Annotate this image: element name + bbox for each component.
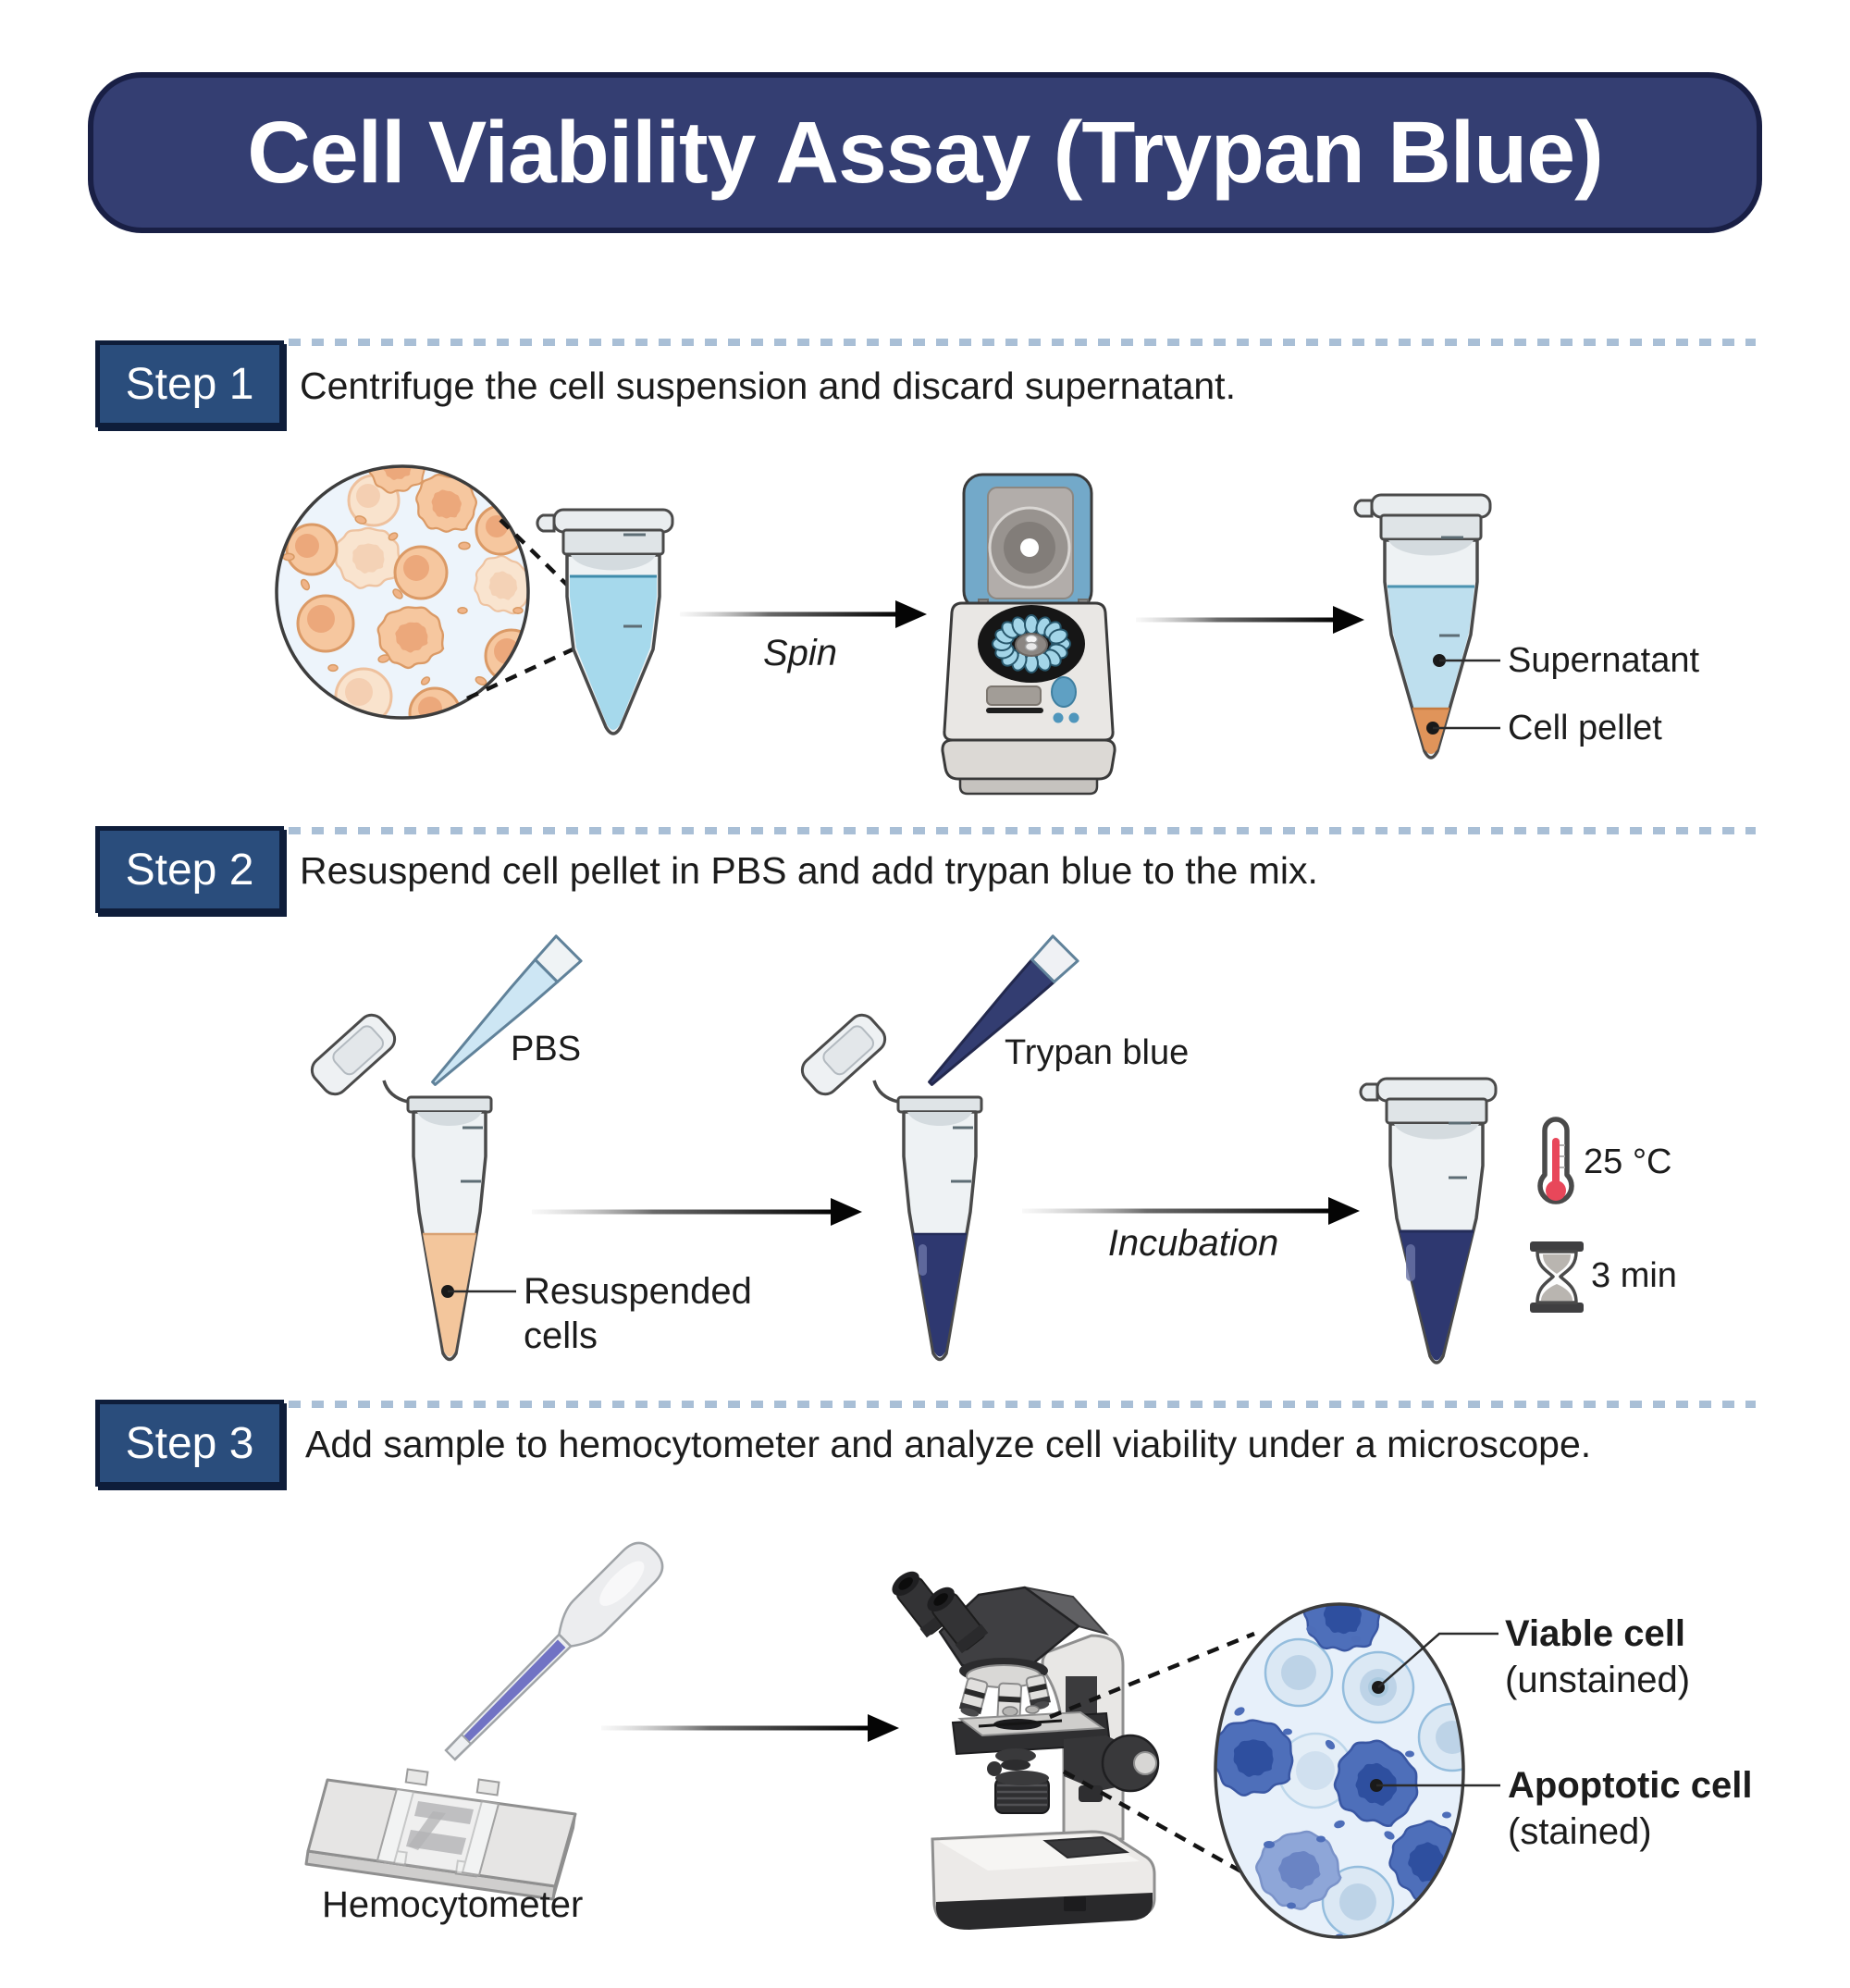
leader-lines-step3	[1370, 1632, 1500, 1792]
step1-separator	[289, 339, 1756, 346]
resuspension-tube	[310, 1013, 493, 1362]
viable-cell-label: Viable cell	[1505, 1613, 1685, 1654]
step1-badge-label: Step 1	[125, 359, 254, 409]
step2-description: Resuspend cell pellet in PBS and add try…	[300, 849, 1318, 892]
resuspended-cells-label: Resuspended cells	[524, 1271, 752, 1356]
step3-description: Add sample to hemocytometer and analyze …	[305, 1423, 1592, 1465]
hourglass-icon	[1530, 1241, 1584, 1313]
cell-pellet-label: Cell pellet	[1508, 709, 1662, 747]
thermometer-icon	[1537, 1117, 1574, 1204]
flow-arrow-to-result	[1136, 606, 1364, 634]
step2-badge: Step 2	[95, 826, 284, 913]
temperature-label: 25 °C	[1584, 1142, 1672, 1181]
title-banner: Cell Viability Assay (Trypan Blue)	[88, 72, 1762, 233]
flow-arrow-spin	[680, 600, 927, 628]
trypan-blue-label: Trypan blue	[1005, 1033, 1190, 1072]
step2-separator	[289, 827, 1756, 834]
step3-separator	[289, 1401, 1756, 1408]
page-title: Cell Viability Assay (Trypan Blue)	[247, 103, 1603, 202]
spin-label: Spin	[762, 633, 838, 673]
trypan-pipette-tip	[928, 934, 1079, 1086]
cell-suspension-magnified-view	[275, 464, 530, 720]
trypan-mix-tube	[800, 1013, 983, 1362]
centrifuged-tube	[1353, 493, 1492, 759]
step2-badge-label: Step 2	[125, 845, 254, 895]
hemocytometer	[304, 1768, 577, 1901]
pbs-pipette-tip	[431, 934, 583, 1086]
duration-label: 3 min	[1591, 1256, 1677, 1295]
supernatant-label: Supernatant	[1508, 641, 1700, 680]
step3-badge: Step 3	[95, 1400, 284, 1487]
pbs-label: PBS	[511, 1030, 582, 1068]
apoptotic-cell-state-label: (stained)	[1508, 1811, 1652, 1852]
flow-arrow-incubation	[1022, 1197, 1360, 1225]
transfer-pipette	[444, 1541, 664, 1761]
incubation-tube	[1359, 1077, 1498, 1364]
flow-arrow-add-trypan	[532, 1198, 862, 1226]
stained-cells-magnified-view	[1214, 1602, 1465, 1939]
flow-arrow-to-microscope	[601, 1714, 899, 1742]
incubation-label: Incubation	[1107, 1223, 1279, 1264]
microscope	[892, 1571, 1160, 1930]
step3-badge-label: Step 3	[125, 1418, 254, 1468]
centrifuge	[941, 473, 1116, 796]
leader-lines-step1	[1426, 654, 1500, 735]
hemocytometer-label: Hemocytometer	[322, 1884, 584, 1925]
zoom-connector-lines-step3	[1049, 1631, 1271, 1889]
cell-suspension-tube	[536, 508, 674, 735]
viable-cell-state-label: (unstained)	[1505, 1660, 1691, 1700]
apoptotic-cell-label: Apoptotic cell	[1508, 1765, 1753, 1806]
step1-description: Centrifuge the cell suspension and disca…	[300, 364, 1236, 407]
leader-line-resuspended	[441, 1285, 516, 1298]
step1-badge: Step 1	[95, 340, 284, 427]
